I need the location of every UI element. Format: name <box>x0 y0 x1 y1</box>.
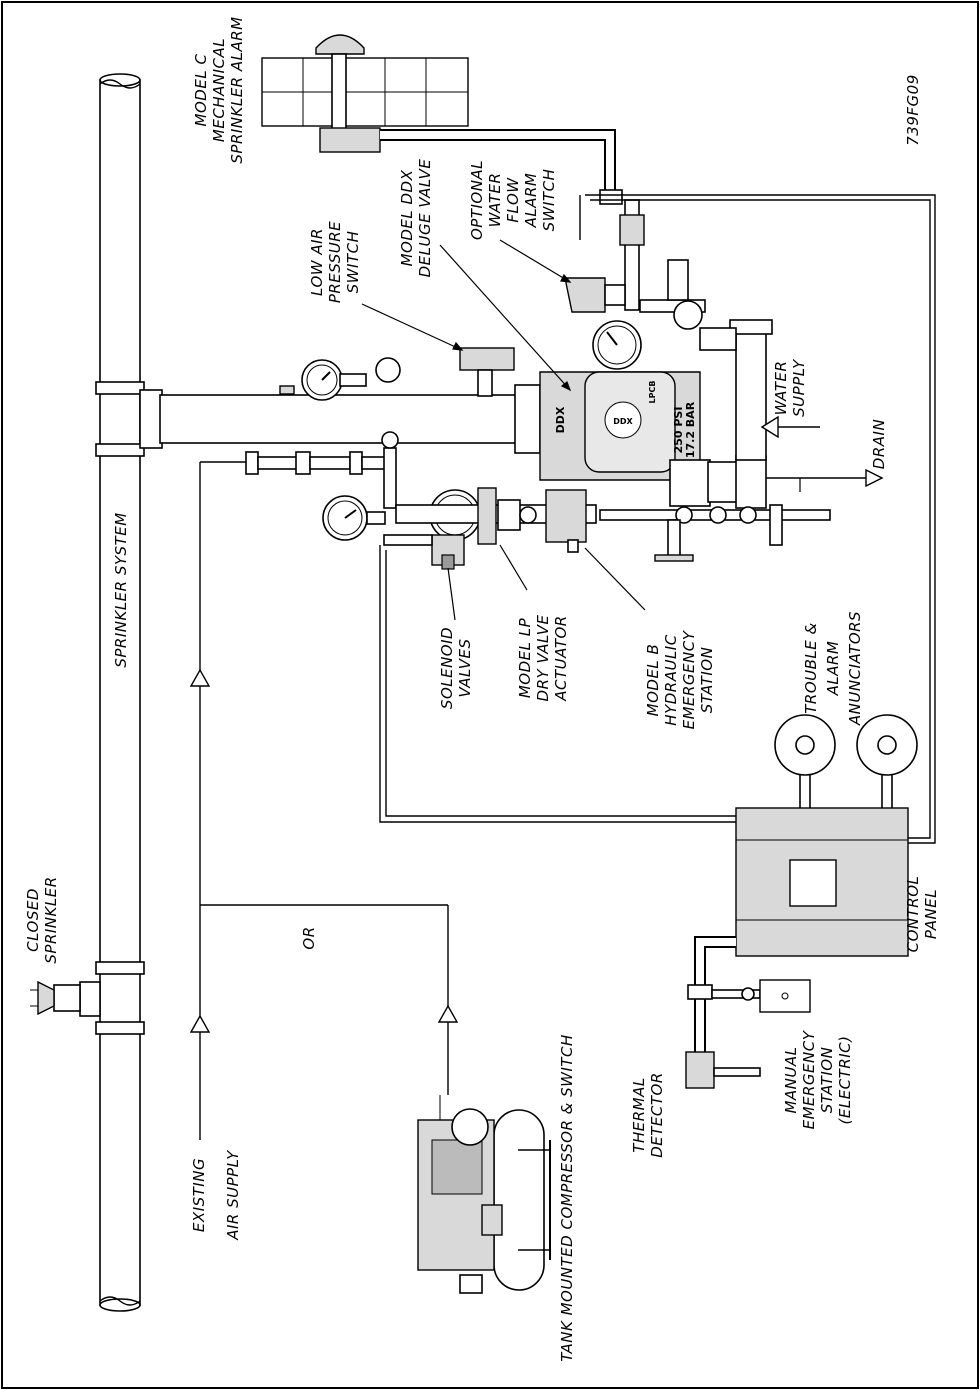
valve-lpcb-text: LPCB <box>648 381 657 404</box>
sprinkler-main-pipe <box>99 73 141 1312</box>
svg-text:ACTUATOR: ACTUATOR <box>552 615 570 701</box>
svg-text:TROUBLE &: TROUBLE & <box>802 622 820 713</box>
svg-text:OPTIONAL: OPTIONAL <box>468 160 486 240</box>
svg-text:MODEL C: MODEL C <box>192 54 210 127</box>
label-mechanical-alarm: MODEL C MECHANICAL SPRINKLER ALARM <box>192 16 246 163</box>
svg-text:WATER: WATER <box>486 173 504 228</box>
riser-pipe <box>159 394 521 444</box>
svg-text:CONTROL: CONTROL <box>904 876 922 953</box>
label-water-supply: WATER SUPPLY <box>772 358 808 417</box>
air-supply-lines <box>189 461 459 1140</box>
svg-text:SWITCH: SWITCH <box>344 231 362 294</box>
figure-id: 739FG09 <box>904 74 922 145</box>
label-solenoid-valves: SOLENOID VALVES <box>438 627 474 709</box>
label-control-panel: CONTROL PANEL <box>904 876 940 953</box>
svg-text:SWITCH: SWITCH <box>540 169 558 232</box>
svg-text:PANEL: PANEL <box>922 889 940 939</box>
svg-text:SPRINKLER SYSTEM: SPRINKLER SYSTEM <box>112 512 130 667</box>
svg-text:VALVES: VALVES <box>456 638 474 697</box>
valve-model-text: DDX <box>554 406 567 433</box>
low-air-pressure-switch <box>459 347 515 397</box>
svg-text:739FG09: 739FG09 <box>904 74 922 145</box>
gauge-left <box>322 495 386 541</box>
label-or: OR <box>300 926 318 949</box>
deluge-valve: DDX DDX 250 PSI 17.2 BAR LPCB <box>539 371 767 509</box>
svg-text:MODEL LP: MODEL LP <box>516 617 534 698</box>
label-drain: DRAIN <box>870 419 888 469</box>
trouble-alarm-anunciators <box>774 714 918 810</box>
svg-text:(ELECTRIC): (ELECTRIC) <box>836 1036 854 1125</box>
label-tank-compressor: TANK MOUNTED COMPRESSOR & SWITCH <box>558 1034 576 1362</box>
solenoid-valve <box>383 534 465 570</box>
svg-text:ALARM: ALARM <box>824 641 842 697</box>
label-dry-valve-actuator: MODEL LP DRY VALVE ACTUATOR <box>516 615 570 702</box>
svg-text:TANK MOUNTED COMPRESSOR & SWIT: TANK MOUNTED COMPRESSOR & SWITCH <box>558 1034 576 1362</box>
svg-text:SUPPLY: SUPPLY <box>790 358 808 417</box>
label-thermal-detector: THERMAL DETECTOR <box>630 1072 666 1158</box>
svg-text:DRY VALVE: DRY VALVE <box>534 615 552 702</box>
svg-text:OR: OR <box>300 926 318 949</box>
svg-text:LOW AIR: LOW AIR <box>308 228 326 296</box>
label-anunciators: TROUBLE & ALARM ANUNCIATORS <box>802 611 864 726</box>
svg-text:EMERGENCY: EMERGENCY <box>800 1029 818 1129</box>
svg-text:SPRINKLER ALARM: SPRINKLER ALARM <box>228 16 246 163</box>
svg-text:DELUGE VALVE: DELUGE VALVE <box>416 159 434 278</box>
svg-text:MODEL DDX: MODEL DDX <box>398 169 416 266</box>
label-sprinkler-system: SPRINKLER SYSTEM <box>112 512 130 667</box>
svg-text:MECHANICAL: MECHANICAL <box>210 38 228 142</box>
label-manual-station: MANUAL EMERGENCY STATION (ELECTRIC) <box>782 1029 854 1129</box>
label-water-flow-switch: OPTIONAL WATER FLOW ALARM SWITCH <box>468 160 558 240</box>
label-closed-sprinkler: CLOSED SPRINKLER <box>24 876 60 963</box>
manual-emergency-station <box>759 979 811 1013</box>
detector-conduit <box>687 936 761 1052</box>
label-hydraulic-station: MODEL B HYDRAULIC EMERGENCY STATION <box>644 629 716 729</box>
svg-text:PRESSURE: PRESSURE <box>326 221 344 303</box>
svg-text:FLOW: FLOW <box>504 177 522 223</box>
svg-text:ALARM: ALARM <box>522 173 540 229</box>
label-existing-air-supply: EXISTING AIR SUPPLY <box>190 1149 242 1241</box>
svg-text:WATER: WATER <box>772 361 790 416</box>
control-wiring <box>379 194 936 844</box>
svg-text:ANUNCIATORS: ANUNCIATORS <box>846 611 864 726</box>
tank-mounted-compressor <box>417 1095 551 1294</box>
mechanical-sprinkler-alarm <box>261 34 623 205</box>
svg-text:CLOSED: CLOSED <box>24 888 42 952</box>
leader-lines <box>361 239 801 621</box>
dry-valve-actuator <box>395 487 597 553</box>
valve-trim <box>599 199 831 562</box>
svg-text:MANUAL: MANUAL <box>782 1046 800 1113</box>
svg-text:STATION: STATION <box>698 647 716 714</box>
air-trim <box>245 431 399 509</box>
water-supply-pipe <box>699 319 870 479</box>
svg-text:SPRINKLER: SPRINKLER <box>42 876 60 963</box>
closed-sprinkler <box>30 961 145 1035</box>
control-panel <box>735 807 909 957</box>
gauge-top-riser <box>279 357 401 401</box>
flow-arrows <box>760 415 884 488</box>
svg-text:DRAIN: DRAIN <box>870 419 888 469</box>
valve-brand-text: DDX <box>613 417 633 426</box>
svg-text:MODEL B: MODEL B <box>644 644 662 717</box>
label-deluge-valve: MODEL DDX DELUGE VALVE <box>398 159 434 278</box>
valve-pressure-psi: 250 PSI <box>672 407 685 454</box>
gauge-deluge <box>592 320 642 370</box>
svg-text:AIR SUPPLY: AIR SUPPLY <box>224 1149 242 1241</box>
water-flow-alarm-switch <box>564 277 626 313</box>
svg-text:STATION: STATION <box>818 1047 836 1114</box>
svg-text:EXISTING: EXISTING <box>190 1158 208 1232</box>
svg-text:DETECTOR: DETECTOR <box>648 1072 666 1158</box>
svg-text:EMERGENCY: EMERGENCY <box>680 629 698 729</box>
label-low-air-switch: LOW AIR PRESSURE SWITCH <box>308 221 362 303</box>
svg-text:THERMAL: THERMAL <box>630 1077 648 1152</box>
svg-text:HYDRAULIC: HYDRAULIC <box>662 634 680 725</box>
valve-pressure-bar: 17.2 BAR <box>684 401 697 458</box>
svg-text:SOLENOID: SOLENOID <box>438 627 456 709</box>
thermal-detector <box>685 1051 761 1089</box>
riser-tee <box>95 381 163 457</box>
